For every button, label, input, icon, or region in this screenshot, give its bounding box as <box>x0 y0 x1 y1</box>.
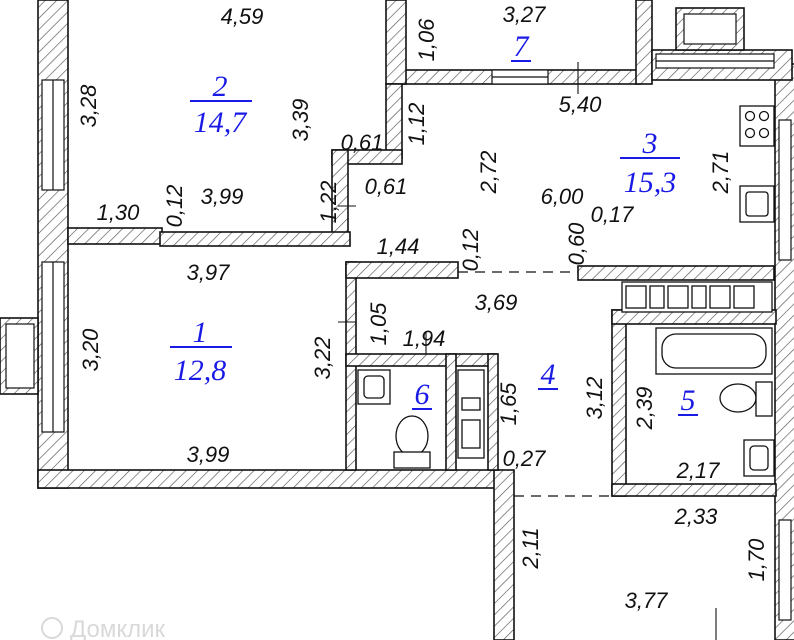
dim-label: 3,69 <box>475 290 518 315</box>
wall-room2-bottom-left <box>67 227 163 245</box>
room-4-label: 4 <box>541 358 556 391</box>
dim-label: 2,17 <box>676 458 721 483</box>
room-1-label: 1 12,8 <box>170 316 232 387</box>
wall-room2-upper <box>385 0 407 85</box>
room-6-label: 6 <box>415 378 430 411</box>
window-right <box>778 119 792 261</box>
dim-label: 1,12 <box>404 103 429 146</box>
wc-toilet-icon <box>393 415 431 469</box>
wall-top-right-pier <box>635 0 653 85</box>
dimension-labels: 4,59 1,06 3,27 3,28 3,39 0,61 1,12 5,40 … <box>76 2 769 613</box>
dim-label: 2,72 <box>476 151 501 195</box>
dim-label: 3,12 <box>582 377 607 420</box>
dim-label: 1,65 <box>496 382 521 426</box>
dim-label: 3,22 <box>310 337 335 380</box>
dim-label: 1,70 <box>744 538 769 582</box>
windows <box>5 13 792 621</box>
dim-label: 2,11 <box>518 527 543 569</box>
room-number: 2 <box>213 70 228 103</box>
dim-label: 0,12 <box>162 185 187 228</box>
wall-room2-bottom-right <box>159 231 351 247</box>
dim-label: 2,39 <box>632 387 657 431</box>
kitchen-sink-icon <box>739 185 775 223</box>
room-5-label: 5 <box>681 384 696 417</box>
dim-label: 1,44 <box>377 234 420 259</box>
bathtub-icon <box>655 327 773 375</box>
wall-corridor-top <box>345 261 459 279</box>
dim-label: 3,99 <box>187 442 230 467</box>
dim-label: 3,99 <box>201 184 244 209</box>
room-area: 15,3 <box>624 166 677 199</box>
wall-step-upper <box>385 83 403 159</box>
dim-label: 1,22 <box>316 181 341 224</box>
wc-sink-icon <box>357 369 391 405</box>
dim-label: 2,33 <box>674 504 719 529</box>
wall-wc-divider <box>445 353 457 471</box>
watermark: Домклик <box>41 616 166 640</box>
watermark-logo-icon <box>41 617 63 639</box>
bath-sink-icon <box>743 439 775 477</box>
stove-icon <box>739 105 775 147</box>
wall-bath-bottom <box>611 483 777 497</box>
dim-label: 1,94 <box>403 326 446 351</box>
dim-label: 0,61 <box>341 130 384 155</box>
room-7-label: 7 <box>514 30 531 63</box>
dimension-ticks <box>338 62 717 640</box>
dim-label: 0,61 <box>365 174 408 199</box>
watermark-text: Домклик <box>70 616 166 640</box>
dim-label: 0,17 <box>591 202 635 227</box>
fixtures <box>357 105 775 477</box>
dashed-lines <box>458 271 612 497</box>
dim-label: 3,20 <box>78 328 103 372</box>
wall-room3-bottom <box>577 265 775 281</box>
dim-label: 3,77 <box>625 588 669 613</box>
dim-label: 1,06 <box>414 18 439 62</box>
dim-label: 0,27 <box>503 446 547 471</box>
window-left-box <box>5 323 35 389</box>
dim-label: 6,00 <box>541 184 585 209</box>
dim-label: 0,12 <box>458 229 483 272</box>
window-balcony <box>683 13 737 45</box>
bath-toilet-icon <box>719 381 773 417</box>
dim-label: 3,97 <box>187 260 231 285</box>
room-number: 3 <box>642 127 658 160</box>
dim-label: 5,40 <box>559 92 603 117</box>
dim-label: 3,39 <box>288 99 313 142</box>
wall-wc-top <box>345 353 497 367</box>
wall-bath-left <box>611 309 627 497</box>
dim-label: 2,71 <box>708 151 733 195</box>
wall-bottom-step <box>493 469 515 640</box>
room-labels: 2 14,7 1 12,8 3 15,3 4 5 6 7 <box>170 30 698 417</box>
wc-shelf-icon <box>457 369 485 459</box>
wall-bottom-left <box>37 469 499 489</box>
dim-label: 1,30 <box>97 200 141 225</box>
room-3-label: 3 15,3 <box>620 127 680 199</box>
dim-label: 3,28 <box>76 84 101 128</box>
dim-label: 4,59 <box>221 4 264 29</box>
window-right-lower <box>778 519 792 621</box>
wall-wc-right <box>487 353 499 471</box>
room-number: 1 <box>193 316 208 349</box>
room-area: 14,7 <box>194 106 249 139</box>
kitchen-cabinets-icon <box>621 281 773 313</box>
room-area: 12,8 <box>174 354 227 387</box>
room-2-label: 2 14,7 <box>190 70 252 139</box>
dim-label: 3,27 <box>503 2 547 27</box>
dim-label: 0,60 <box>564 222 589 266</box>
dim-label: 1,05 <box>366 302 391 346</box>
